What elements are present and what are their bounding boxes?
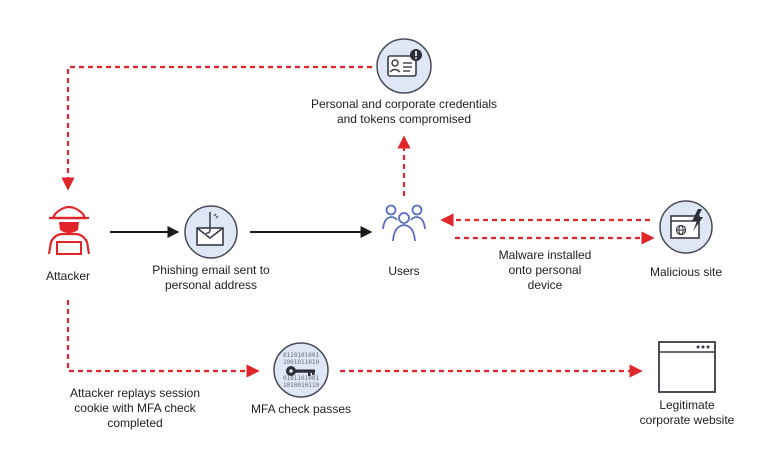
malware-label: Malware installed onto personal device — [498, 248, 592, 292]
replay-label: Attacker replays session cookie with MFA… — [69, 386, 201, 430]
id-card-alert-icon — [376, 38, 432, 94]
binary-key-icon: 0110101001 1001011010 0101101001 1010010… — [273, 342, 329, 398]
credentials-to-attacker-arrow — [61, 65, 372, 191]
malicious-site-label: Malicious site — [649, 265, 723, 279]
mfa-label: MFA check passes — [250, 402, 352, 416]
legit-site-label: Legitimate corporate website — [639, 398, 735, 427]
svg-text:1001011010: 1001011010 — [283, 359, 320, 366]
phishing-email-icon — [184, 205, 238, 259]
svg-text:0101101001: 0101101001 — [283, 375, 320, 382]
users-group-icon — [382, 204, 426, 242]
hacker-icon — [47, 205, 91, 255]
browser-window-icon — [658, 341, 716, 393]
credentials-label: Personal and corporate credentials and t… — [310, 97, 498, 126]
malicious-browser-icon — [659, 200, 713, 254]
phishing-label: Phishing email sent to personal address — [152, 263, 270, 292]
svg-text:1010010110: 1010010110 — [283, 382, 320, 389]
users-label: Users — [388, 264, 420, 278]
attacker-label: Attacker — [45, 269, 90, 283]
svg-text:0110101001: 0110101001 — [283, 352, 320, 359]
attacker-to-mfa-arrow — [66, 300, 260, 378]
